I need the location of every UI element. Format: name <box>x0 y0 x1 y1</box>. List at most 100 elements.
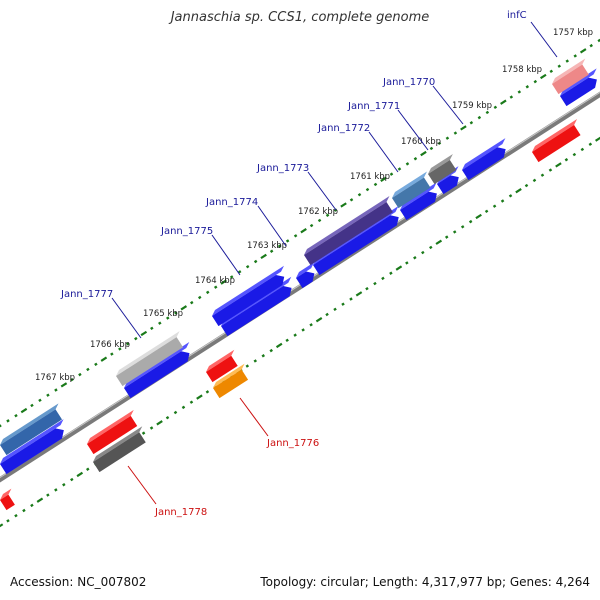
gene-Jann_1773-face <box>304 202 393 266</box>
outer-major-tick <box>420 150 427 157</box>
gene-label-Jann_1772[interactable]: Jann_1772 <box>317 123 370 134</box>
outer-minor-tick <box>397 167 402 171</box>
gene-label-Jann_1773[interactable]: Jann_1773 <box>256 163 309 174</box>
outer-major-tick <box>140 330 148 337</box>
gene-Jann_1771-face <box>392 177 431 209</box>
gene-label-infC[interactable]: infC <box>507 10 527 21</box>
inner-major-tick <box>515 188 522 194</box>
cds-reverse[interactable] <box>532 118 581 163</box>
inner-minor-tick <box>540 173 545 177</box>
backbone-highlight <box>0 91 600 479</box>
gene-Jann_1778-face <box>93 432 146 473</box>
outer-minor-tick <box>269 249 274 253</box>
gene-Jann_1776[interactable] <box>213 363 249 399</box>
outer-minor-tick <box>134 336 138 341</box>
gene-Jann_1777[interactable] <box>116 331 184 387</box>
cds-forward-top <box>296 262 315 278</box>
inner-major-tick <box>76 471 84 478</box>
cds-reverse[interactable] <box>0 488 15 511</box>
gene-Jann_1771[interactable] <box>392 171 431 209</box>
gene-Jann_1770[interactable] <box>428 153 457 185</box>
inner-minor-tick <box>309 323 313 327</box>
inner-minor-tick <box>293 333 297 337</box>
gene-forward-left[interactable] <box>0 403 63 456</box>
inner-minor-tick <box>149 426 154 430</box>
label-callouts: infC Jann_1770Jann_1771Jann_1772Jann_1773… <box>60 10 558 518</box>
outer-minor-tick <box>509 95 514 99</box>
inner-minor-tick <box>405 261 409 265</box>
gene-infC-face <box>552 64 589 95</box>
inner-major-tick <box>36 497 44 503</box>
cds-forward[interactable] <box>0 419 64 475</box>
outer-minor-tick <box>405 162 410 166</box>
cds-reverse-top <box>87 409 134 444</box>
callout-line <box>432 85 464 125</box>
outer-minor-tick <box>70 378 74 382</box>
outer-minor-tick <box>213 285 218 289</box>
gene-infC[interactable] <box>552 58 589 95</box>
cds-forward-face <box>221 286 292 337</box>
callout-line <box>211 234 241 276</box>
gene-label-Jann_1777[interactable]: Jann_1777 <box>60 289 113 300</box>
kbp-tick-label: 1760 kbp <box>401 137 441 147</box>
outer-minor-tick <box>197 295 202 300</box>
gene-Jann_1778[interactable] <box>93 426 146 473</box>
cds-forward[interactable] <box>462 138 506 181</box>
gene-reverse[interactable] <box>206 349 238 383</box>
inner-minor-tick <box>261 354 265 358</box>
inner-minor-tick <box>14 513 18 518</box>
cds-forward-face <box>313 215 399 276</box>
gene-reverse-top <box>206 349 235 372</box>
gene-Jann_1777-face <box>116 337 184 387</box>
kbp-tick-label: 1762 kbp <box>298 207 338 217</box>
gene-label-Jann_1771[interactable]: Jann_1771 <box>347 101 400 112</box>
cds-forward[interactable] <box>296 262 315 289</box>
inner-major-tick <box>156 420 163 426</box>
inner-minor-tick <box>413 256 417 260</box>
gene-Jann_1773[interactable] <box>304 196 393 266</box>
gene-Jann_1775[interactable] <box>212 265 285 327</box>
outer-minor-tick <box>437 141 442 146</box>
callout-line <box>257 205 287 247</box>
cds-reverse-face <box>0 494 15 511</box>
outer-major-tick <box>340 202 347 208</box>
outer-minor-tick <box>46 393 50 397</box>
gene-label-Jann_1770[interactable]: Jann_1770 <box>382 77 435 88</box>
cds-reverse[interactable] <box>87 409 138 455</box>
outer-major-tick <box>500 99 507 105</box>
inner-major-tick <box>595 136 600 142</box>
kbp-tick-label: 1757 kbp <box>553 28 593 38</box>
inner-minor-tick <box>325 312 329 317</box>
outer-major-tick <box>220 279 227 285</box>
inner-major-tick <box>475 213 482 220</box>
inner-minor-tick <box>373 281 377 286</box>
outer-major-tick <box>579 48 587 54</box>
outer-minor-tick <box>237 270 242 274</box>
gene-label-Jann_1774[interactable]: Jann_1774 <box>205 197 258 208</box>
inner-minor-tick <box>572 152 577 157</box>
gene-label-Jann_1775[interactable]: Jann_1775 <box>160 226 213 237</box>
outer-minor-tick <box>557 64 562 68</box>
inner-minor-tick <box>173 410 178 415</box>
outer-minor-tick <box>150 326 154 331</box>
outer-minor-tick <box>349 198 354 202</box>
inner-major-tick <box>395 265 403 271</box>
gene-forward-left-face <box>0 409 63 456</box>
accession-text: Accession: NC_007802 <box>10 575 147 589</box>
inner-minor-tick <box>452 230 457 234</box>
inner-major-tick <box>435 239 443 245</box>
inner-minor-tick <box>580 147 585 152</box>
inner-minor-tick <box>285 338 289 343</box>
inner-minor-tick <box>564 158 569 162</box>
outer-minor-tick <box>365 187 370 192</box>
callout-line <box>239 397 269 437</box>
outer-minor-tick <box>158 321 162 325</box>
gene-label-Jann_1776[interactable]: Jann_1776 <box>266 438 319 449</box>
outer-minor-tick <box>373 182 378 187</box>
inner-minor-tick <box>141 431 146 435</box>
inner-major-tick <box>196 394 203 400</box>
gene-label-Jann_1778[interactable]: Jann_1778 <box>154 507 207 518</box>
inner-minor-tick <box>444 235 449 239</box>
